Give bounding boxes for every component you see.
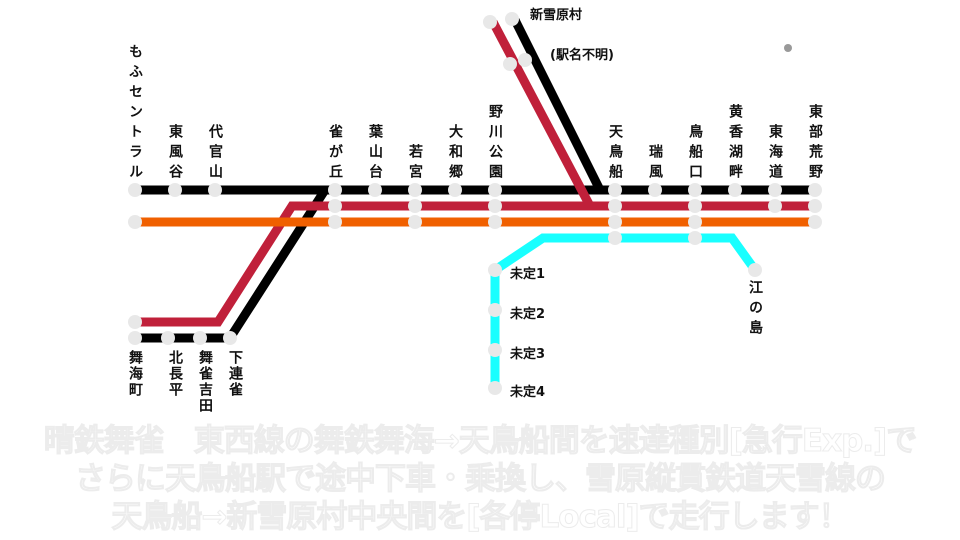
station-marker	[128, 215, 142, 229]
station-label-shinsetsugen: 新雪原村	[530, 8, 583, 23]
station-marker	[608, 183, 622, 197]
station-marker	[368, 183, 382, 197]
station-label-bottom: 北長平	[167, 350, 183, 398]
station-marker	[161, 331, 175, 345]
station-marker	[168, 183, 182, 197]
station-marker	[808, 215, 822, 229]
station-marker	[128, 315, 142, 329]
station-label-top: 東風谷	[167, 124, 183, 184]
station-label-enoshima: 江の島	[747, 280, 763, 340]
station-marker	[128, 331, 142, 345]
station-label-bottom: 舞雀吉田	[197, 350, 213, 414]
station-marker	[408, 183, 422, 197]
station-marker	[488, 381, 502, 395]
station-label-bottom: 下連雀	[227, 350, 243, 398]
station-marker	[328, 215, 342, 229]
station-label-top: 若宮	[407, 144, 423, 184]
station-marker	[448, 183, 462, 197]
station-label-mitei2: 未定2	[510, 307, 546, 322]
station-marker	[688, 183, 702, 197]
station-label-bottom: 舞海町	[127, 350, 143, 398]
station-marker	[488, 343, 502, 357]
station-marker	[328, 199, 342, 213]
station-marker	[608, 199, 622, 213]
black-branch-south	[135, 187, 329, 343]
station-label-top: 鳥船口	[687, 124, 703, 184]
station-marker	[688, 199, 702, 213]
station-marker	[503, 57, 517, 71]
red-line	[135, 201, 815, 327]
black-branch-north	[510, 17, 605, 193]
station-label-top: 雀が丘	[327, 124, 343, 184]
station-label-top: 葉山台	[367, 124, 383, 184]
station-label-top: 野川公園	[487, 104, 503, 184]
station-label-mitei4: 未定4	[510, 385, 546, 400]
station-marker	[688, 231, 702, 245]
station-marker	[483, 15, 497, 29]
station-label-unknown: (駅名不明)	[550, 48, 614, 63]
station-label-top: 東部荒野	[807, 104, 823, 184]
station-marker	[748, 263, 762, 277]
caption-line-3: 天鳥船→新雪原村中央間を[各停Local]で走行します！	[111, 499, 850, 536]
station-label-mitei1: 未定1	[510, 267, 546, 282]
station-marker	[728, 183, 742, 197]
caption-line-1: 晴鉄舞雀 東西線の舞鉄舞海→天鳥船間を速達種別[急行Exp.]で	[43, 423, 917, 460]
station-marker	[223, 331, 237, 345]
station-marker	[608, 231, 622, 245]
station-marker	[648, 183, 662, 197]
station-marker	[518, 53, 532, 67]
station-label-top: 天鳥船	[607, 124, 623, 184]
station-marker	[488, 199, 502, 213]
station-marker	[768, 199, 782, 213]
station-label-top: 黄香湖畔	[727, 104, 743, 184]
toggle-icon[interactable]	[784, 44, 792, 52]
station-marker	[488, 263, 502, 277]
station-marker	[208, 183, 222, 197]
station-marker	[688, 215, 702, 229]
station-marker	[768, 183, 782, 197]
station-label-top: もふセントラル	[127, 44, 143, 184]
station-marker	[808, 183, 822, 197]
caption-line-2: さらに天鳥船駅で途中下車・乗換し、雪原縦貫鉄道天雪線の	[75, 461, 887, 498]
station-marker	[488, 183, 502, 197]
red-branch-north	[489, 19, 594, 209]
station-marker	[408, 199, 422, 213]
station-label-top: 瑞風	[647, 144, 663, 184]
station-marker	[505, 12, 519, 26]
station-marker	[328, 183, 342, 197]
station-marker	[128, 183, 142, 197]
station-label-top: 東海道	[767, 124, 783, 184]
station-marker	[608, 215, 622, 229]
station-marker	[408, 215, 422, 229]
station-marker	[488, 303, 502, 317]
station-marker	[488, 215, 502, 229]
station-marker	[808, 199, 822, 213]
station-label-top: 代官山	[207, 124, 223, 184]
station-label-top: 大和郷	[447, 124, 463, 184]
station-marker	[193, 331, 207, 345]
station-label-mitei3: 未定3	[510, 347, 546, 362]
